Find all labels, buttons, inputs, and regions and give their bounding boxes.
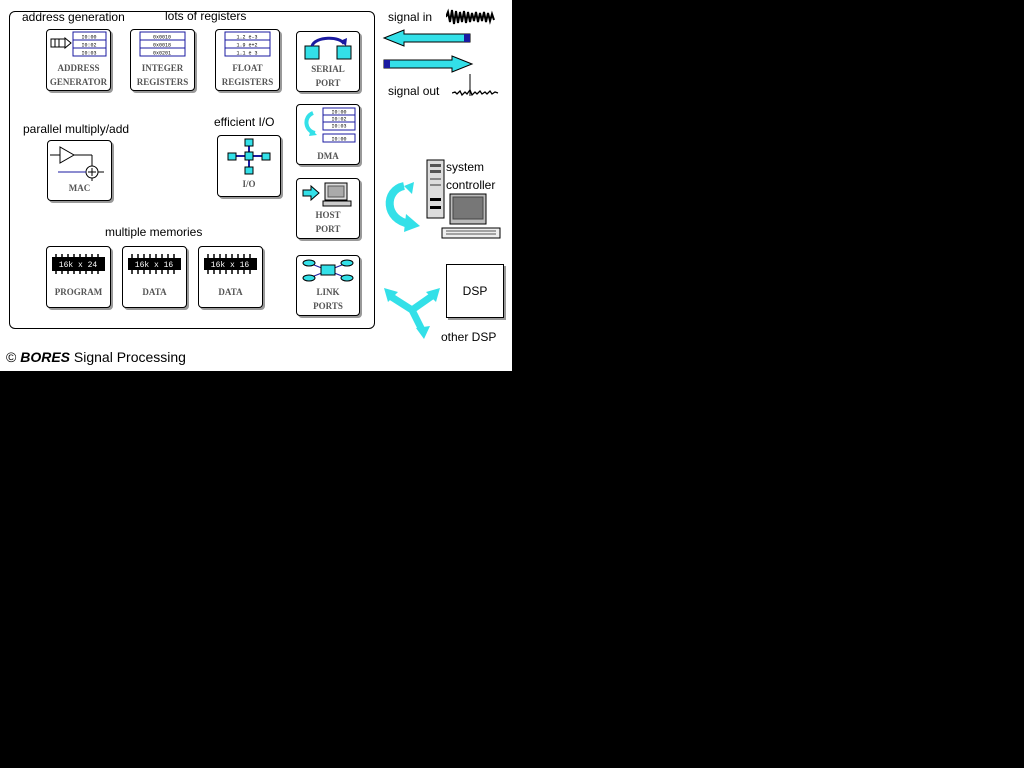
svg-text:0x0018: 0x0018 (153, 43, 171, 49)
svg-text:I0:03: I0:03 (331, 124, 346, 130)
label-parallel-multiply-add: parallel multiply/add (23, 122, 130, 136)
mac-block: MAC (47, 140, 112, 201)
dma-label: DMA (317, 151, 339, 161)
memory-chip-icon: 16k x 16 (204, 254, 257, 274)
svg-text:0x0010: 0x0010 (153, 35, 171, 41)
link-ports-label-2: PORTS (313, 301, 343, 311)
host-port-block: HOST PORT (296, 178, 360, 239)
data-memory-block-2: 16k x 16 DATA (198, 246, 263, 308)
svg-text:I0:02: I0:02 (331, 117, 346, 123)
svg-text:I0:00: I0:00 (331, 137, 346, 143)
signal-out-waveform-icon (452, 74, 499, 97)
register-stack-icon: 1.2 e-3 1.9 e+2 1.1 e 3 (224, 31, 271, 57)
memory-size-data-1: 16k x 16 (135, 261, 174, 270)
host-port-label-1: HOST (315, 210, 341, 220)
integer-registers-label-2: REGISTERS (136, 77, 189, 87)
dsp-box: DSP (446, 264, 504, 318)
three-way-arrow-icon (384, 288, 440, 339)
curved-arrow-icon (385, 182, 420, 232)
float-registers-label-1: FLOAT (232, 63, 263, 73)
svg-text:1.2 e-3: 1.2 e-3 (236, 35, 257, 41)
data-memory-label-1: DATA (142, 287, 167, 297)
copyright-symbol: © (6, 349, 17, 365)
memory-chip-icon: 16k x 24 (52, 254, 105, 274)
svg-text:I0:03: I0:03 (81, 51, 96, 57)
label-signal-in: signal in (388, 10, 433, 24)
label-lots-of-registers: lots of registers (165, 9, 247, 23)
label-multiple-memories: multiple memories (105, 225, 203, 239)
data-memory-block-1: 16k x 16 DATA (122, 246, 187, 308)
link-network-icon (302, 259, 354, 282)
computer-icon (426, 159, 501, 239)
label-controller: controller (446, 178, 496, 192)
address-generator-label-1: ADDRESS (57, 63, 100, 73)
diagram-panel: address generation lots of registers par… (0, 0, 512, 371)
signal-in-arrow (382, 29, 471, 47)
address-generator-block: I0:00 I0:02 I0:03 ADDRESS GENERATOR (46, 29, 111, 91)
svg-text:1.1 e 3: 1.1 e 3 (236, 51, 257, 57)
svg-text:1.9 e+2: 1.9 e+2 (236, 43, 257, 49)
signal-out-arrow (383, 55, 474, 73)
link-ports-label-1: LINK (316, 287, 340, 297)
svg-text:I0:02: I0:02 (81, 43, 96, 49)
signal-in-waveform-icon (446, 8, 495, 25)
serial-port-block: SERIAL PORT (296, 31, 360, 92)
label-other-dsp: other DSP (441, 330, 497, 344)
label-efficient-io: efficient I/O (214, 115, 275, 129)
integer-registers-label-1: INTEGER (141, 63, 184, 73)
io-crossroads-icon (227, 138, 271, 175)
copyright-line: © BORES Signal Processing (6, 349, 186, 365)
register-stack-icon: 0x0010 0x0018 0x0201 (139, 31, 186, 57)
data-memory-label-2: DATA (218, 287, 243, 297)
link-ports-block: LINK PORTS (296, 255, 360, 316)
memory-size-data-2: 16k x 16 (211, 261, 250, 270)
label-address-generation: address generation (22, 10, 125, 24)
float-registers-block: 1.2 e-3 1.9 e+2 1.1 e 3 FLOAT REGISTERS (215, 29, 280, 91)
label-system: system (446, 160, 485, 174)
dsp-label: DSP (462, 284, 488, 298)
io-label: I/O (242, 179, 256, 189)
brand-logo-text: BORES (20, 349, 71, 365)
program-memory-label: PROGRAM (54, 287, 103, 297)
address-generator-icon: I0:00 I0:02 I0:03 (50, 31, 107, 57)
host-port-label-2: PORT (315, 224, 341, 234)
float-registers-label-2: REGISTERS (221, 77, 274, 87)
dma-icon: I0:00 I0:02 I0:03 I0:00 (304, 107, 356, 143)
dsp-chip-boundary (9, 11, 375, 329)
svg-text:I0:00: I0:00 (81, 35, 96, 41)
serial-port-label-1: SERIAL (311, 64, 345, 74)
host-computer-icon (302, 182, 352, 207)
memory-chip-icon: 16k x 16 (128, 254, 181, 274)
serial-port-label-2: PORT (315, 78, 341, 88)
serial-port-icon (304, 36, 352, 60)
integer-registers-block: 0x0010 0x0018 0x0201 INTEGER REGISTERS (130, 29, 195, 91)
memory-size-program: 16k x 24 (59, 261, 98, 270)
mac-label: MAC (68, 183, 91, 193)
io-block: I/O (217, 135, 281, 197)
dma-block: I0:00 I0:02 I0:03 I0:00 DMA (296, 104, 360, 165)
svg-text:I0:00: I0:00 (331, 110, 346, 116)
label-signal-out: signal out (388, 84, 440, 98)
program-memory-block: 16k x 24 PROGRAM (46, 246, 111, 308)
copyright-text: Signal Processing (73, 349, 186, 365)
svg-text:0x0201: 0x0201 (153, 51, 171, 57)
address-generator-label-2: GENERATOR (49, 77, 108, 87)
multiply-add-icon (50, 146, 104, 181)
